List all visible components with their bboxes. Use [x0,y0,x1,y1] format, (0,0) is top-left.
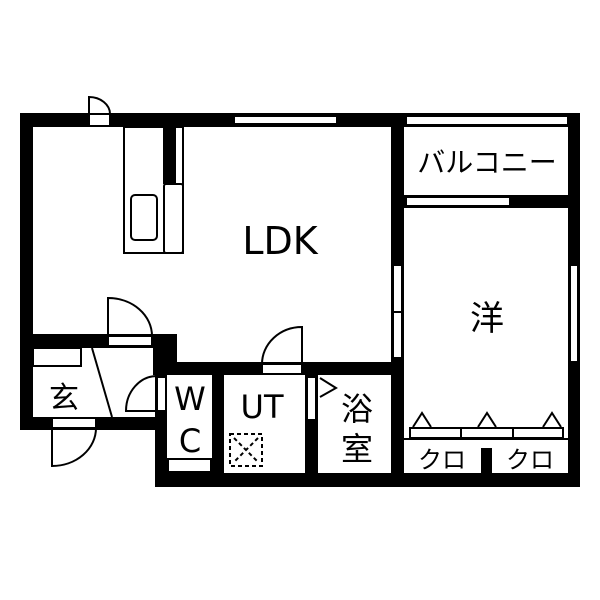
room-label-balcony: バルコニー [417,146,556,179]
ut-door-swing [261,325,303,365]
room-label-entrance: 玄 [49,381,79,416]
bottom-wall [155,473,580,487]
wc-shelf [167,458,212,473]
wc-door-swing [124,375,158,412]
bath-door-indicator [319,377,338,398]
wc-door-frame [156,376,167,412]
entrance-door-swing [51,427,97,468]
entrance-door-frame [51,417,97,429]
bath-door [306,376,317,421]
room-label-ut: UT [241,388,284,426]
sink [130,194,158,241]
western-room-window [569,264,579,363]
washer-space [229,433,263,467]
room-label-ldk: LDK [242,219,318,263]
ldk-door-swing [107,296,153,337]
room-label-closet-left: クロ [418,446,466,474]
ldk-top-window [233,115,338,125]
room-label-wc-c: C [179,422,201,460]
balcony-railing [405,115,569,126]
room-label-bath-2: 室 [341,430,373,468]
entrance-step-line [91,347,113,418]
room-label-bath-1: 浴 [341,390,373,428]
balcony-window [405,196,511,207]
room-label-western: 洋 [470,299,504,339]
room-label-wc-w: W [174,380,206,418]
top-door-frame [88,113,111,127]
left-wall [20,113,33,430]
closet-door-1 [409,427,462,439]
wc-ut-wall [212,375,224,487]
shoe-cabinet [32,347,82,367]
sliding-door-a [392,264,403,313]
closet-door-3 [512,427,564,439]
stove [163,183,184,254]
ut-door-frame [261,363,303,375]
kitchen-wall [163,127,176,184]
washer-cross [233,437,259,463]
closet-divider [481,448,492,474]
closet-door-2 [460,427,514,439]
ldk-door-frame [107,335,153,347]
sliding-door-b [392,311,403,359]
closet-door-indicators [412,411,562,428]
room-label-closet-right: クロ [506,446,554,474]
top-door-swing [88,95,111,115]
